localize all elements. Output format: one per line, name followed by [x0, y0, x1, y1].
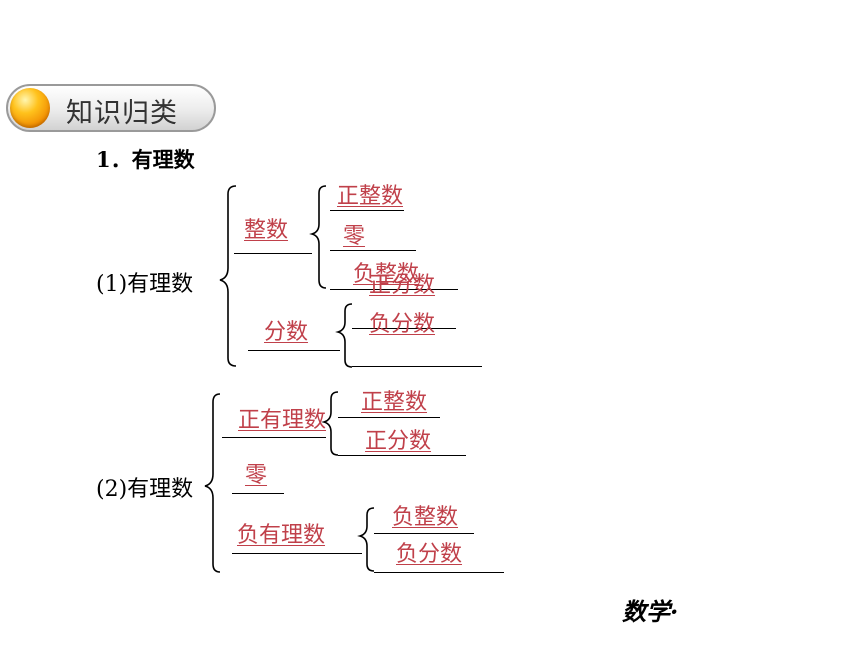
- blank-line: [330, 210, 404, 211]
- answer-integer: 整数: [244, 218, 289, 243]
- brace-1-outer: [219, 185, 237, 367]
- answer-negative-integer-2: 负整数: [392, 505, 459, 530]
- brace-1-fraction: [335, 303, 353, 368]
- blank-line: [232, 493, 284, 494]
- classification-2-label: (2)有理数: [96, 477, 194, 502]
- section-header-title: 知识归类: [66, 98, 178, 129]
- blank-line: [352, 328, 456, 329]
- answer-negative-integer: 负整数: [353, 262, 420, 287]
- blank-line: [338, 417, 440, 418]
- blank-line: [234, 253, 312, 254]
- blank-line: [248, 350, 340, 351]
- answer-negative-fraction-2: 负分数: [396, 542, 463, 567]
- section-header-pill: 知识归类: [6, 84, 216, 132]
- blank-line: [330, 289, 458, 290]
- classification-1-label: (1)有理数: [96, 272, 194, 297]
- answer-fraction: 分数: [264, 320, 309, 345]
- blank-line: [232, 553, 362, 554]
- answer-zero-2: 零: [245, 463, 268, 488]
- blank-line: [330, 250, 416, 251]
- blank-line: [352, 366, 482, 367]
- blank-line: [338, 455, 466, 456]
- brace-1-integer: [309, 185, 327, 289]
- answer-negative-fraction: 负分数: [369, 312, 436, 337]
- brace-2-outer: [204, 393, 221, 573]
- answer-negative-rational: 负有理数: [237, 523, 326, 548]
- answer-positive-integer: 正整数: [337, 184, 404, 209]
- answer-positive-fraction: 正分数: [369, 273, 436, 298]
- blank-line: [374, 533, 474, 534]
- orange-ball-icon: [10, 88, 50, 128]
- section-title: 1．有理数: [96, 147, 195, 172]
- answer-positive-rational: 正有理数: [238, 408, 327, 433]
- blank-line: [222, 437, 326, 438]
- blank-line: [374, 572, 504, 573]
- footer-subject: 数学·: [622, 597, 679, 626]
- brace-2-negative: [357, 507, 375, 572]
- answer-zero: 零: [343, 224, 366, 249]
- brace-2-positive: [321, 391, 339, 456]
- answer-positive-fraction-2: 正分数: [365, 429, 432, 454]
- answer-positive-integer-2: 正整数: [361, 390, 428, 415]
